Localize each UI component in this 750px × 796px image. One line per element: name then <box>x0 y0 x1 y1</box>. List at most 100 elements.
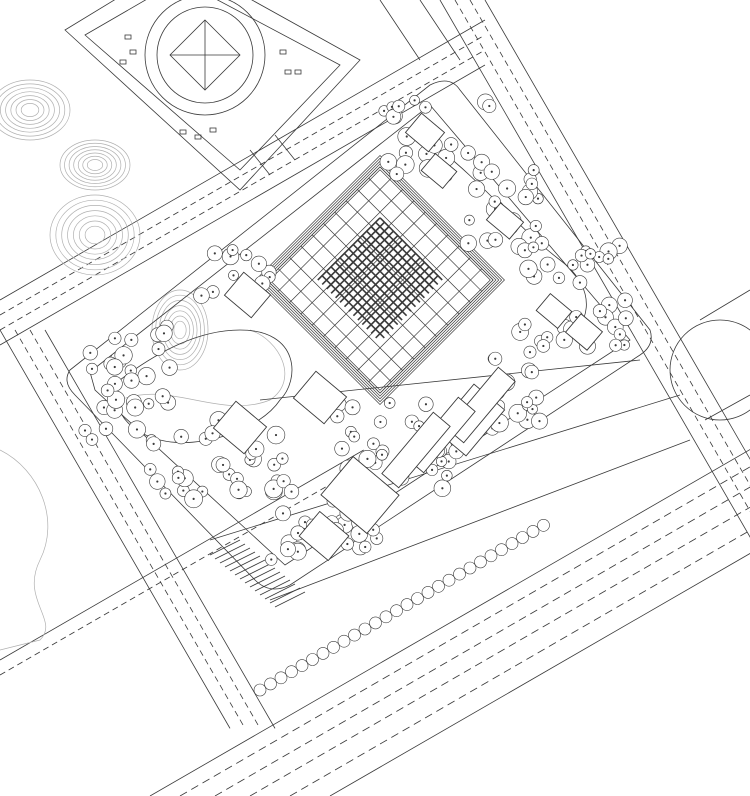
west-road <box>0 329 231 729</box>
street-tree <box>327 640 340 654</box>
tree-trunk <box>526 401 529 404</box>
tree-trunk <box>388 401 391 405</box>
contour-line <box>77 152 113 178</box>
pavilion-edge <box>263 163 497 397</box>
tree-trunk <box>286 548 290 551</box>
roundabout-island <box>669 319 750 421</box>
street-tree <box>516 531 529 544</box>
west-road <box>44 329 276 729</box>
grid-line <box>368 268 483 383</box>
tree-trunk <box>614 344 617 347</box>
tree-trunk <box>290 490 293 493</box>
west-road <box>29 329 261 729</box>
tree-trunk <box>538 420 541 423</box>
monument-cross <box>170 20 240 90</box>
plaza-ring <box>144 0 266 116</box>
tree-trunk <box>519 330 522 334</box>
street-tree <box>537 518 550 532</box>
tree-trunk <box>245 254 248 257</box>
tree-trunk <box>372 528 375 531</box>
street-tree <box>337 634 351 648</box>
tree-trunk <box>523 323 526 326</box>
tree-trunk <box>106 389 109 392</box>
tree-trunk <box>530 182 533 185</box>
roof-grid <box>339 257 403 321</box>
street-tree <box>358 622 372 636</box>
contour-line <box>64 142 126 188</box>
street-tree <box>348 628 361 642</box>
street-tree <box>442 573 456 587</box>
building <box>381 411 451 489</box>
boulevard-lane <box>179 466 750 796</box>
street-tree <box>526 525 540 538</box>
parking-stall <box>259 579 291 596</box>
contour-line <box>82 155 108 175</box>
building <box>298 510 350 562</box>
contour-line <box>15 99 45 121</box>
plaza-steps <box>249 134 296 176</box>
tree-trunk <box>164 492 167 495</box>
contour-line <box>20 103 40 117</box>
tree-trunk <box>211 432 214 435</box>
small-structure <box>129 49 137 55</box>
tree-trunk <box>623 343 626 347</box>
street-tree <box>369 616 382 630</box>
tree-trunk <box>475 187 478 191</box>
street-tree <box>253 683 267 697</box>
small-structure <box>284 69 292 75</box>
tree-trunk <box>343 523 346 526</box>
tree-trunk <box>604 316 607 319</box>
boulevard-lane <box>249 506 750 796</box>
street-tree <box>390 604 403 618</box>
tree-trunk <box>229 255 232 258</box>
tree-trunk <box>527 267 530 270</box>
street-tree <box>379 610 393 624</box>
tree-trunk <box>546 336 549 339</box>
contour-line <box>67 210 123 260</box>
tree-trunk <box>441 487 444 490</box>
west-road <box>14 329 246 729</box>
tree-trunk <box>532 246 535 249</box>
tree-trunk <box>272 487 275 491</box>
tree-trunk <box>113 382 117 385</box>
tree-trunk <box>494 238 497 241</box>
road-edge <box>0 34 486 316</box>
roof-grid <box>366 266 430 330</box>
tree-trunk <box>405 135 408 138</box>
tree-trunk <box>340 447 344 450</box>
contour-line <box>84 225 106 245</box>
boulevard-lane <box>289 529 750 796</box>
parking-stall <box>274 591 306 608</box>
plaza-outline <box>64 0 361 191</box>
road-edge <box>0 19 486 301</box>
tree-trunk <box>618 333 621 336</box>
tree-trunk <box>177 476 180 479</box>
tree-trunk <box>145 375 148 378</box>
grid-line <box>289 257 403 371</box>
contour-line <box>0 83 66 137</box>
tree-trunk <box>382 109 386 112</box>
tree-trunk <box>161 395 164 398</box>
contour-line <box>61 205 129 265</box>
tree-trunk <box>104 427 108 430</box>
small-structure <box>179 129 187 135</box>
roof-grid <box>357 257 421 321</box>
parking-stall <box>244 567 276 584</box>
cross-road <box>484 0 750 460</box>
tree-trunk <box>440 460 443 463</box>
pavilion-edge <box>269 169 491 391</box>
building <box>420 152 458 190</box>
cross-road <box>454 0 750 512</box>
tree-trunk <box>134 406 137 409</box>
tree-trunk <box>447 460 450 463</box>
tree-trunk <box>130 338 133 341</box>
tree-trunk <box>90 367 94 370</box>
parking-stall <box>254 575 286 592</box>
contour-line <box>86 159 104 171</box>
tree-trunk <box>204 437 207 440</box>
tree-trunk <box>353 435 356 438</box>
tree-trunk <box>598 310 602 313</box>
tree-trunk <box>531 407 534 411</box>
